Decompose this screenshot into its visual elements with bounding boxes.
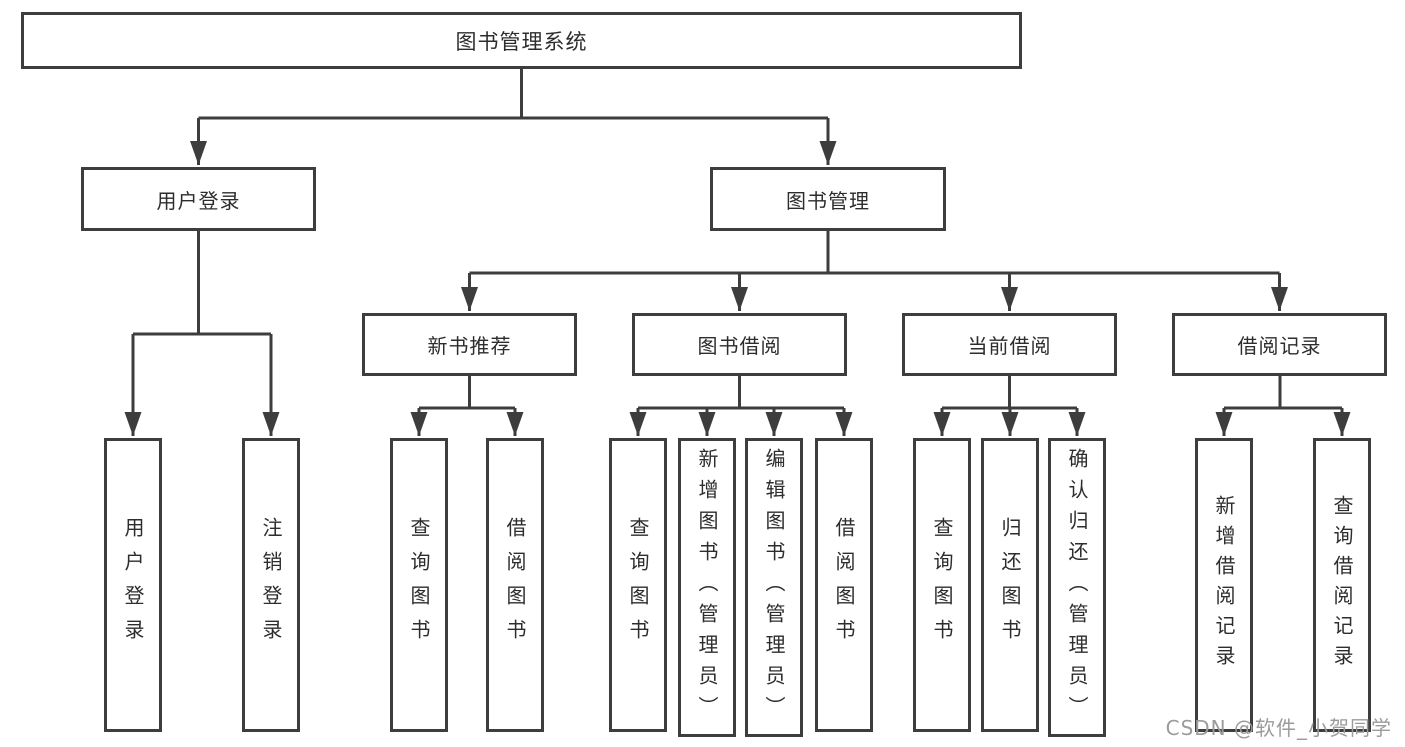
leaf-add-book-admin: 新增图书（管理员） xyxy=(678,438,736,737)
leaf-label: 用户登录 xyxy=(121,517,145,653)
leaf-label: 借阅图书 xyxy=(832,517,856,653)
leaf-edit-book-admin: 编辑图书（管理员） xyxy=(745,438,803,737)
node-user-login: 用户登录 xyxy=(81,167,316,231)
node-book-borrow: 图书借阅 xyxy=(632,313,847,376)
leaf-label: 借阅图书 xyxy=(503,517,527,653)
leaf-borrow-book: 借阅图书 xyxy=(815,438,873,732)
leaf-label: 查询图书 xyxy=(626,517,650,653)
leaf-label: 查询借阅记录 xyxy=(1330,495,1354,675)
leaf-label: 编辑图书（管理员） xyxy=(762,448,786,727)
leaf-label: 新增图书（管理员） xyxy=(695,448,719,727)
leaf-user-login: 用户登录 xyxy=(104,438,162,732)
leaf-label: 确认归还（管理员） xyxy=(1065,448,1089,727)
leaf-label: 查询图书 xyxy=(930,517,954,653)
node-root-library-system: 图书管理系统 xyxy=(21,12,1022,69)
node-current-borrow: 当前借阅 xyxy=(902,313,1117,376)
leaf-label: 注销登录 xyxy=(259,517,283,653)
leaf-label: 查询图书 xyxy=(407,517,431,653)
leaf-confirm-return-admin: 确认归还（管理员） xyxy=(1048,438,1106,737)
leaf-borrow-book-recommend: 借阅图书 xyxy=(486,438,544,732)
node-book-management: 图书管理 xyxy=(710,167,946,231)
leaf-logout: 注销登录 xyxy=(242,438,300,732)
leaf-add-borrow-record: 新增借阅记录 xyxy=(1195,438,1253,732)
csdn-watermark: CSDN @软件_小贺同学 xyxy=(1165,716,1392,740)
leaf-label: 归还图书 xyxy=(998,517,1022,653)
leaf-query-book-current: 查询图书 xyxy=(913,438,971,732)
node-new-book-recommend: 新书推荐 xyxy=(362,313,577,376)
leaf-label: 新增借阅记录 xyxy=(1212,495,1236,675)
leaf-return-book: 归还图书 xyxy=(981,438,1039,732)
leaf-query-book-recommend: 查询图书 xyxy=(390,438,448,732)
leaf-query-book-borrow: 查询图书 xyxy=(609,438,667,732)
leaf-query-borrow-record: 查询借阅记录 xyxy=(1313,438,1371,732)
node-borrow-records: 借阅记录 xyxy=(1172,313,1387,376)
